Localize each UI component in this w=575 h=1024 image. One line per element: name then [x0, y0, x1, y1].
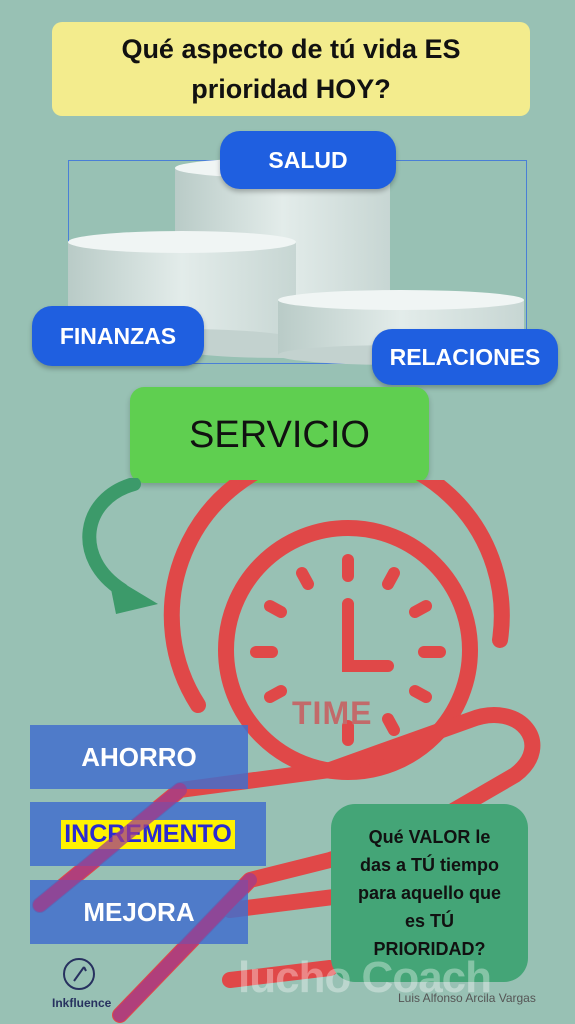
incremento-label: INCREMENTO — [61, 819, 235, 849]
hand-overlay — [33, 783, 257, 1022]
ahorro-label: AHORRO — [81, 741, 197, 772]
relaciones-label: RELACIONES — [372, 329, 558, 385]
finanzas-label: FINANZAS — [32, 306, 204, 366]
servicio-box: SERVICIO — [130, 387, 429, 483]
mejora-label: MEJORA — [83, 896, 195, 927]
page-title: Qué aspecto de tú vida ES prioridad HOY? — [52, 22, 530, 116]
inkfluence-logo-text: Inkfluence — [52, 996, 112, 1010]
author-credit: Luis Alfonso Arcila Vargas — [398, 991, 536, 1005]
watermark: lucho Coach — [238, 946, 492, 1004]
curved-arrow-icon — [82, 478, 158, 614]
ahorro-bar: AHORRO — [30, 725, 248, 789]
watermark-text: lucho Coach — [238, 953, 492, 1002]
question-box: Qué VALOR le das a TÚ tiempo para aquell… — [331, 804, 528, 982]
salud-label: SALUD — [220, 131, 396, 189]
clock-time-word: TIME — [292, 695, 373, 731]
inkfluence-logo-icon — [63, 958, 95, 990]
